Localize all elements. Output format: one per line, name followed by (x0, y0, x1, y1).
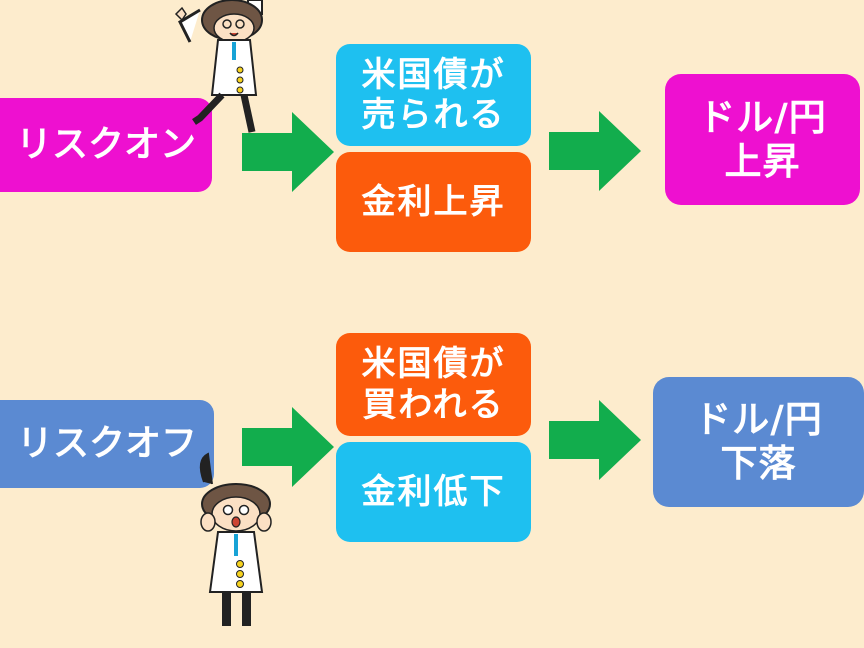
risk-on-label-box: リスクオン (0, 98, 212, 192)
usdjpy-fall-line1: ドル/円 (694, 398, 823, 442)
bonds-bought-box: 米国債が 買われる (336, 333, 531, 436)
arrow-right-icon (242, 112, 334, 192)
usdjpy-rise-line2: 上昇 (724, 139, 801, 183)
arrow-right-icon (549, 400, 641, 480)
arrow-right-icon (242, 407, 334, 487)
bonds-sold-line2: 売られる (361, 95, 506, 135)
usdjpy-rise-line1: ドル/円 (698, 95, 827, 139)
usdjpy-fall-box: ドル/円 下落 (653, 377, 864, 507)
arrow-right-icon (549, 111, 641, 191)
bonds-bought-line1: 米国債が (361, 344, 506, 385)
risk-off-label-box: リスクオフ (0, 400, 214, 488)
scientist-cheering-icon (174, 0, 263, 133)
bonds-sold-line1: 米国債が (361, 54, 506, 95)
rate-rise-box: 金利上昇 (336, 152, 531, 252)
rate-fall-box: 金利低下 (336, 442, 531, 542)
usdjpy-fall-line2: 下落 (720, 442, 797, 485)
rate-rise-label: 金利上昇 (361, 181, 506, 222)
risk-off-label: リスクオフ (16, 422, 197, 464)
usdjpy-rise-box: ドル/円 上昇 (665, 74, 860, 205)
rate-fall-label: 金利低下 (361, 471, 506, 512)
scientist-shocked-icon (199, 452, 272, 626)
bonds-sold-box: 米国債が 売られる (336, 44, 531, 146)
risk-on-label: リスクオン (15, 123, 196, 165)
bonds-bought-line2: 買われる (362, 384, 505, 425)
